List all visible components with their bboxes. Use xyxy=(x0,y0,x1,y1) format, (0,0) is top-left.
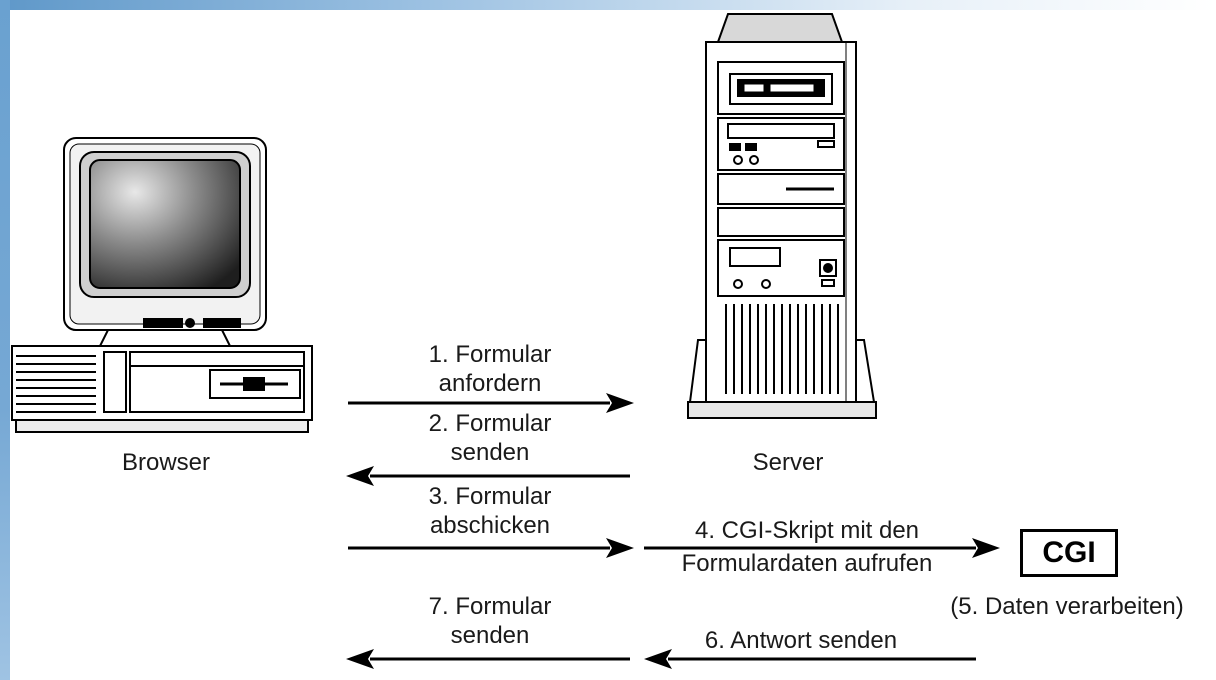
arrow-step-4 xyxy=(644,538,1000,558)
top-accent-band xyxy=(0,0,1216,10)
step-2-label: 2. Formular senden xyxy=(360,409,620,467)
step-1-line-1: 1. Formular xyxy=(428,341,552,368)
step-3-line-2: abschicken xyxy=(429,512,551,539)
arrow-step-2 xyxy=(346,466,630,486)
step-4-line-1: 4. CGI-Skript mit den xyxy=(694,517,920,544)
step-1-line-2: anfordern xyxy=(438,370,542,397)
cgi-note-label: (5. Daten verarbeiten) xyxy=(950,593,1184,620)
step-1-label: 1. Formular anfordern xyxy=(360,340,620,398)
arrow-step-1 xyxy=(348,393,634,413)
step-3-label: 3. Formular abschicken xyxy=(360,482,620,540)
server-label: Server xyxy=(752,449,824,476)
left-accent-band xyxy=(0,0,10,680)
browser-label: Browser xyxy=(121,449,211,476)
step-4-label: 4. CGI-Skript mit den Formulardaten aufr… xyxy=(642,516,972,578)
step-4-line-2: Formulardaten aufrufen xyxy=(681,550,933,577)
step-7-label: 7. Formular senden xyxy=(360,592,620,650)
step-2-line-1: 2. Formular xyxy=(428,410,552,437)
arrow-step-3 xyxy=(348,538,634,558)
step-2-line-2: senden xyxy=(450,439,530,466)
server-tower-icon xyxy=(687,13,877,419)
arrow-step-7 xyxy=(346,649,630,669)
arrow-step-6 xyxy=(644,649,976,669)
step-7-line-2: senden xyxy=(450,622,530,649)
step-7-line-1: 7. Formular xyxy=(428,593,552,620)
cgi-box: CGI xyxy=(1020,529,1118,577)
step-6-label: 6. Antwort senden xyxy=(704,627,898,654)
step-3-line-1: 3. Formular xyxy=(428,483,552,510)
computer-icon xyxy=(11,137,313,433)
